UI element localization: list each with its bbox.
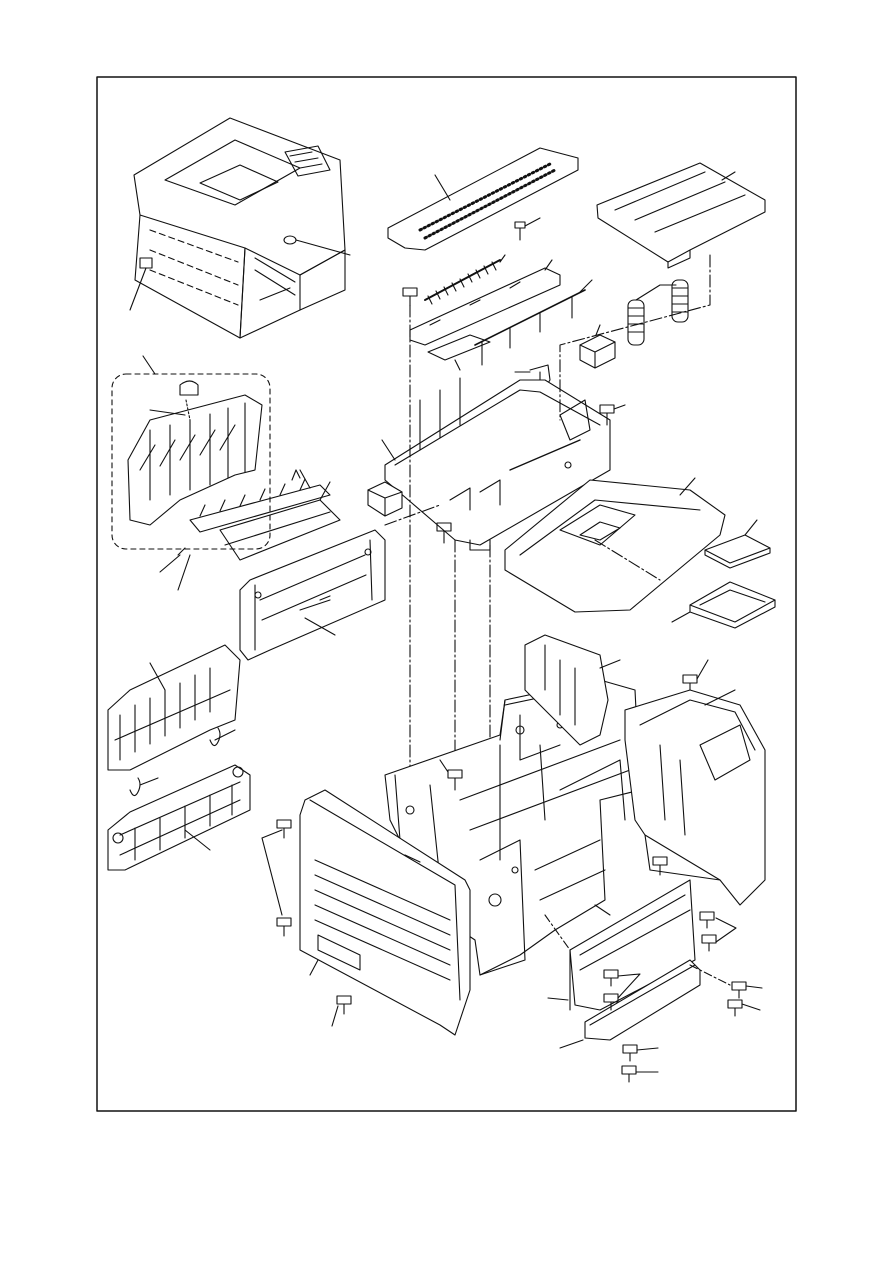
- leader-line: [304, 617, 336, 636]
- spring: [129, 777, 141, 797]
- leader-line: [454, 359, 461, 371]
- leader-line: [319, 481, 331, 501]
- leader-line: [617, 973, 641, 999]
- tray-insert: [689, 581, 776, 629]
- leader-line: [524, 217, 541, 227]
- screw: [276, 917, 292, 937]
- leader-line: [142, 355, 156, 375]
- front-cover: [299, 789, 471, 1036]
- screw: [599, 404, 615, 426]
- leader-line: [744, 519, 758, 536]
- springs-pair: [627, 279, 689, 346]
- leader-line: [381, 439, 396, 461]
- brush-strip: [424, 259, 501, 305]
- leader-line: [129, 267, 147, 311]
- tray-cover: [704, 534, 771, 569]
- leader-line: [149, 409, 186, 416]
- leader-line: [309, 959, 319, 976]
- duplex-frame: [239, 529, 386, 661]
- leader-line: [635, 284, 677, 301]
- paper-guide-comb: [107, 644, 241, 771]
- leader-line: [579, 279, 593, 293]
- screw: [652, 856, 668, 876]
- leader-line: [439, 759, 449, 773]
- screw: [336, 995, 352, 1015]
- leader-line: [184, 829, 211, 851]
- output-tray: [504, 479, 726, 613]
- leader-line: [613, 404, 626, 410]
- output-tray-extension: [596, 162, 766, 269]
- leader-line: [499, 254, 506, 263]
- screw: [402, 287, 418, 307]
- leader-line: [741, 1003, 761, 1011]
- leader-line: [544, 259, 553, 271]
- paper-guide-lower: [107, 764, 251, 871]
- leader-line: [745, 985, 763, 989]
- leader-line: [547, 997, 569, 1001]
- frame-border: [96, 76, 797, 1112]
- assembly-line: [689, 964, 731, 986]
- assembly-line: [594, 904, 611, 916]
- spring: [209, 727, 221, 747]
- pad: [579, 334, 616, 369]
- right-side-cover: [624, 689, 766, 906]
- assembly-line: [559, 254, 711, 421]
- rear-cover-panel: [524, 634, 609, 746]
- leader-line: [139, 777, 159, 786]
- screw: [276, 819, 292, 839]
- leader-line: [177, 554, 191, 591]
- bracket: [427, 334, 491, 361]
- cap-left: [367, 481, 403, 517]
- front-panel-lower: [584, 959, 701, 1041]
- leader-line: [599, 659, 621, 669]
- screw: [514, 221, 526, 241]
- leader-line: [679, 477, 696, 496]
- guide-plate-assembly: [127, 380, 263, 526]
- sub-assembly-boundary: [111, 373, 271, 550]
- actuator-rod: [474, 289, 586, 366]
- leader-line: [696, 659, 709, 680]
- assembly-line: [384, 504, 441, 526]
- top-cover: [387, 147, 579, 251]
- assembly-line: [594, 539, 661, 581]
- printer-overview: [133, 117, 346, 339]
- leader-line: [704, 689, 736, 706]
- leader-line: [559, 1039, 584, 1049]
- leader-line: [214, 729, 236, 741]
- leader-line: [434, 174, 451, 201]
- shield-plate: [219, 499, 341, 561]
- top-frame: [384, 377, 611, 551]
- lower-cover-bracket: [569, 879, 696, 1011]
- screw: [447, 769, 463, 791]
- screws-cluster: [603, 911, 747, 1083]
- leader-line: [299, 469, 311, 489]
- leader-line: [721, 171, 736, 181]
- leader-line: [671, 611, 691, 623]
- leader-line: [261, 829, 283, 916]
- leader-line: [595, 324, 601, 336]
- leader-line: [159, 554, 181, 573]
- leader-line: [331, 1005, 339, 1027]
- leader-line: [636, 1047, 659, 1051]
- assembly-line: [544, 914, 571, 951]
- exit-guide-plate: [409, 267, 561, 346]
- leader-line: [715, 917, 737, 943]
- lower-guide-strip: [177, 469, 331, 556]
- screw: [436, 522, 452, 544]
- leader-line: [295, 239, 351, 256]
- leader-line: [149, 662, 166, 691]
